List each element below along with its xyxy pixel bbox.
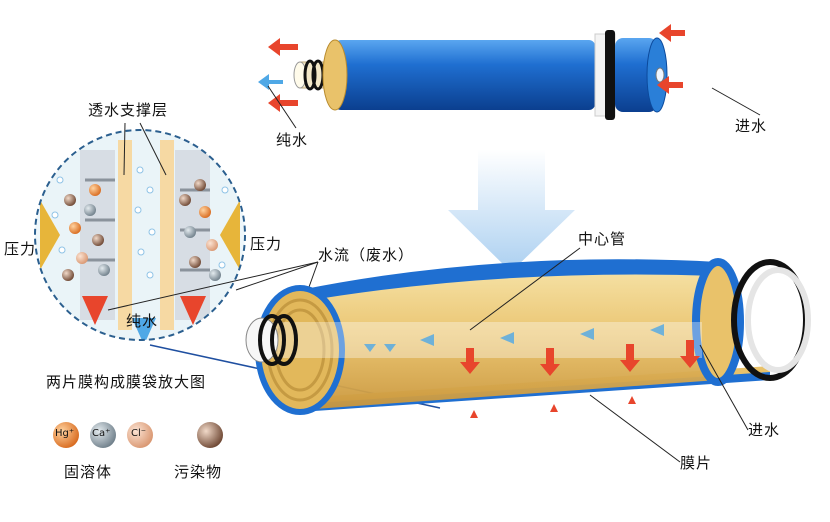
feed-water-label-top: 进水 bbox=[735, 117, 768, 135]
hg-ion-icon bbox=[53, 422, 79, 448]
waste-flow-label: 水流（废水） bbox=[318, 246, 415, 264]
dissolved-solids-label: 固溶体 bbox=[64, 463, 113, 481]
ca-ion-icon bbox=[90, 422, 116, 448]
legend-icons bbox=[53, 422, 223, 448]
pure-water-label-top: 纯水 bbox=[276, 131, 309, 149]
cl-ion-icon bbox=[127, 422, 153, 448]
support-layer-label: 透水支撑层 bbox=[88, 101, 169, 119]
pressure-right-label: 压力 bbox=[250, 235, 283, 253]
big-down-arrow bbox=[448, 150, 575, 272]
cl-ion-text: Cl⁻ bbox=[131, 428, 147, 439]
ca-ion-text: Ca⁺ bbox=[92, 428, 111, 439]
membrane-bag-caption: 两片膜构成膜袋放大图 bbox=[46, 373, 207, 391]
membrane-sheet-label: 膜片 bbox=[680, 454, 713, 472]
top-membrane-element bbox=[293, 30, 668, 120]
pure-water-circle-label: 纯水 bbox=[126, 312, 159, 330]
pressure-left-label: 压力 bbox=[4, 240, 37, 258]
center-tube-label: 中心管 bbox=[578, 230, 627, 248]
feed-water-label-bottom: 进水 bbox=[748, 421, 781, 439]
big-membrane-element bbox=[245, 258, 811, 418]
pollutant-icon bbox=[197, 422, 223, 448]
top-flow-arrows bbox=[258, 24, 685, 112]
membrane-bag-magnified bbox=[34, 129, 246, 341]
hg-ion-text: Hg⁺ bbox=[55, 428, 75, 439]
pollutants-label: 污染物 bbox=[174, 463, 223, 481]
